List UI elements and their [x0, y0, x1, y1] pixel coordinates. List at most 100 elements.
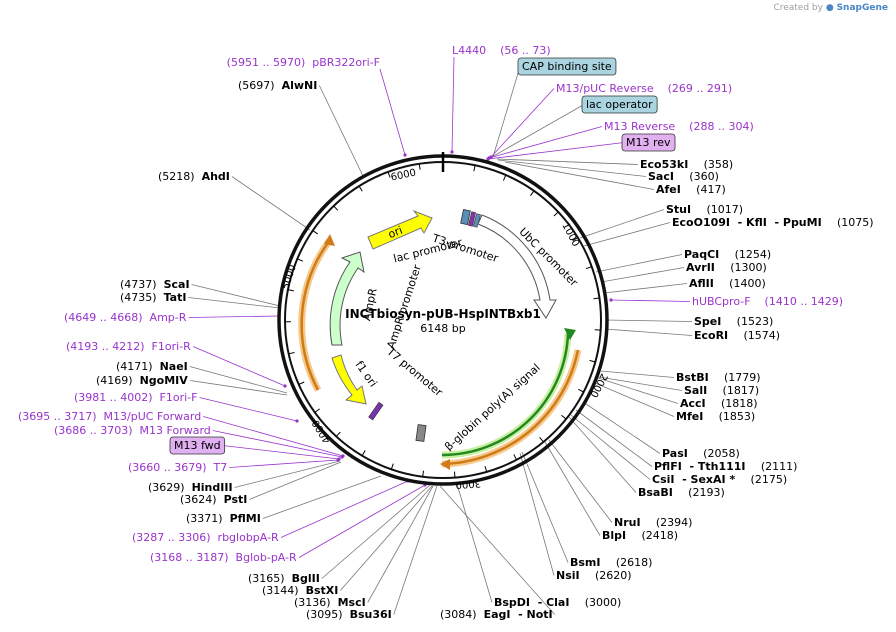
svg-text:(4735) TatI: (4735) TatI: [120, 291, 186, 304]
label-bstbi[interactable]: BstBI (1779): [676, 371, 761, 384]
label-naei[interactable]: (4171) NaeI: [116, 360, 188, 373]
minor-tick: [578, 388, 584, 393]
orange-arc-left-core: [300, 239, 331, 391]
label-pflmi[interactable]: (3371) PflMI: [186, 512, 261, 525]
label-bsu36i[interactable]: (3095) Bsu36I: [306, 608, 392, 621]
label-afei[interactable]: AfeI (417): [656, 183, 726, 196]
primer-text: hUBCpro-F (1410 .. 1429): [692, 295, 843, 308]
label-acci[interactable]: AccI (1818): [680, 397, 758, 410]
f1-ori-feature[interactable]: [331, 354, 367, 405]
orange-arc-right: [441, 349, 582, 468]
label-pasi[interactable]: PasI (2058): [662, 447, 740, 460]
label-m13rev_box[interactable]: M13 rev: [621, 133, 676, 152]
label-nsii[interactable]: NsiI (2620): [556, 569, 632, 582]
label-paqci[interactable]: PaqCI (1254): [684, 248, 771, 261]
label-m13puc_fwd[interactable]: (3695 .. 3717) M13/pUC Forward: [18, 410, 201, 423]
label-f1ori_f[interactable]: (3981 .. 4002) F1ori-F: [74, 391, 197, 404]
label-tati[interactable]: (4735) TatI: [120, 291, 186, 304]
label-psti[interactable]: (3624) PstI: [180, 493, 247, 506]
label-bsmi[interactable]: BsmI (2618): [570, 556, 652, 569]
svg-text:EcoRI (1574): EcoRI (1574): [694, 329, 780, 342]
label-alwni[interactable]: (5697) AlwNI: [238, 79, 317, 92]
site-name: NgoMIV: [140, 374, 189, 387]
ubc-promoter-feature[interactable]: [477, 214, 557, 319]
label-ampr_primer[interactable]: (4649 .. 4668) Amp-R: [64, 311, 187, 324]
leader-csii: [570, 414, 651, 480]
label-spei[interactable]: SpeI (1523): [694, 315, 773, 328]
label-csii[interactable]: CsiI - SexAI * (2175): [652, 473, 787, 486]
label-scai[interactable]: (4737) ScaI: [120, 278, 190, 291]
snapgene-credit: Created by ● SnapGene: [773, 3, 888, 13]
label-ngomiv[interactable]: (4169) NgoMIV: [96, 374, 188, 387]
leader-ngomiv: [190, 380, 288, 396]
leader-pflmi: [262, 475, 382, 519]
label-sali[interactable]: SalI (1817): [684, 384, 759, 397]
label-eco0109i[interactable]: EcoO109I - KflI - PpuMI (1075): [672, 216, 874, 229]
label-saci[interactable]: SacI (360): [648, 170, 719, 183]
label-m13_reverse[interactable]: M13 Reverse (288 .. 304): [604, 120, 754, 133]
label-mfei[interactable]: MfeI (1853): [676, 410, 755, 423]
label-hindiii[interactable]: (3629) HindIII: [148, 481, 233, 494]
label-msci[interactable]: (3136) MscI: [294, 596, 366, 609]
svg-text:(3624) PstI: (3624) PstI: [180, 493, 247, 506]
label-ahdi[interactable]: (5218) AhdI: [158, 170, 230, 183]
leader-ecori: [604, 328, 693, 336]
label-bglob[interactable]: (3168 .. 3187) Bglob-pA-R: [150, 551, 297, 564]
orange-arrowhead-right: [440, 459, 450, 470]
label-pflfi[interactable]: PflFI - Tth111I (2111): [654, 460, 797, 473]
site-pos: (4169): [96, 374, 140, 387]
site-pos: (2394): [656, 516, 693, 529]
ampr-feature[interactable]: [329, 251, 365, 346]
beta-globin-label: β-globin poly(A) signal: [442, 361, 543, 453]
site-pos: (2618): [616, 556, 653, 569]
label-pbr322[interactable]: (5951 .. 5970) pBR322ori-F: [227, 56, 380, 69]
label-nrui[interactable]: NruI (2394): [614, 516, 692, 529]
site-pos: (2111): [761, 460, 798, 473]
site-name: BsmI: [570, 556, 616, 569]
label-bstxi[interactable]: (3144) BstXI: [262, 584, 338, 597]
site-name: AflII: [689, 277, 729, 290]
label-cap[interactable]: CAP binding site: [517, 57, 617, 76]
svg-text:NruI (2394): NruI (2394): [614, 516, 692, 529]
label-m13_forward[interactable]: (3686 .. 3703) M13 Forward: [54, 424, 211, 437]
site-name: CsiI - SexAI *: [652, 473, 751, 486]
label-hubcpro[interactable]: hUBCpro-F (1410 .. 1429): [692, 295, 843, 308]
label-l4440[interactable]: L4440 (56 .. 73): [452, 44, 551, 57]
primer-site-marker: [295, 419, 299, 423]
site-name: BstBI: [676, 371, 724, 384]
minor-tick: [572, 237, 579, 242]
label-lacop[interactable]: lac operator: [581, 95, 658, 114]
label-rbglob[interactable]: (3287 .. 3306) rbglobpA-R: [132, 531, 279, 544]
label-bspdi[interactable]: BspDI - ClaI (3000): [494, 596, 621, 609]
label-bglii[interactable]: (3165) BglII: [248, 572, 320, 585]
label-avrii[interactable]: AvrII (1300): [686, 261, 767, 274]
label-eagi[interactable]: (3084) EagI - NotI: [440, 608, 553, 621]
label-m13puc_rev[interactable]: M13/pUC Reverse (269 .. 291): [556, 82, 732, 95]
svg-text:SpeI (1523): SpeI (1523): [694, 315, 773, 328]
leader-stui: [579, 209, 665, 239]
minor-tick: [561, 414, 567, 420]
ori-feature[interactable]: [367, 209, 433, 250]
site-name: PasI: [662, 447, 703, 460]
svg-text:AflII (1400): AflII (1400): [689, 277, 766, 290]
label-ecori[interactable]: EcoRI (1574): [694, 329, 780, 342]
leader-acci: [597, 377, 679, 404]
label-f1ori_r[interactable]: (4193 .. 4212) F1ori-R: [66, 340, 191, 353]
label-stui[interactable]: StuI (1017): [666, 203, 743, 216]
label-t7_primer[interactable]: (3660 .. 3679) T7: [128, 461, 227, 474]
leader-l4440: [451, 56, 455, 153]
site-name: HindIII: [192, 481, 233, 494]
minor-tick: [422, 470, 424, 477]
label-blpi[interactable]: BlpI (2418): [602, 529, 678, 542]
site-name: NaeI: [160, 360, 188, 373]
box-bg: [621, 133, 676, 152]
primer-text: (3981 .. 4002) F1ori-F: [74, 391, 197, 404]
label-eco53ki[interactable]: Eco53kI (358): [640, 158, 733, 171]
site-pos: (1254): [735, 248, 772, 261]
label-m13fwd_box[interactable]: M13 fwd: [169, 436, 226, 455]
label-aflii[interactable]: AflII (1400): [689, 277, 766, 290]
site-pos: (1017): [706, 203, 743, 216]
site-name: EcoO109I - KflI - PpuMI: [672, 216, 837, 229]
label-bsabi[interactable]: BsaBI (2193): [638, 486, 725, 499]
site-pos: (2175): [751, 473, 788, 486]
